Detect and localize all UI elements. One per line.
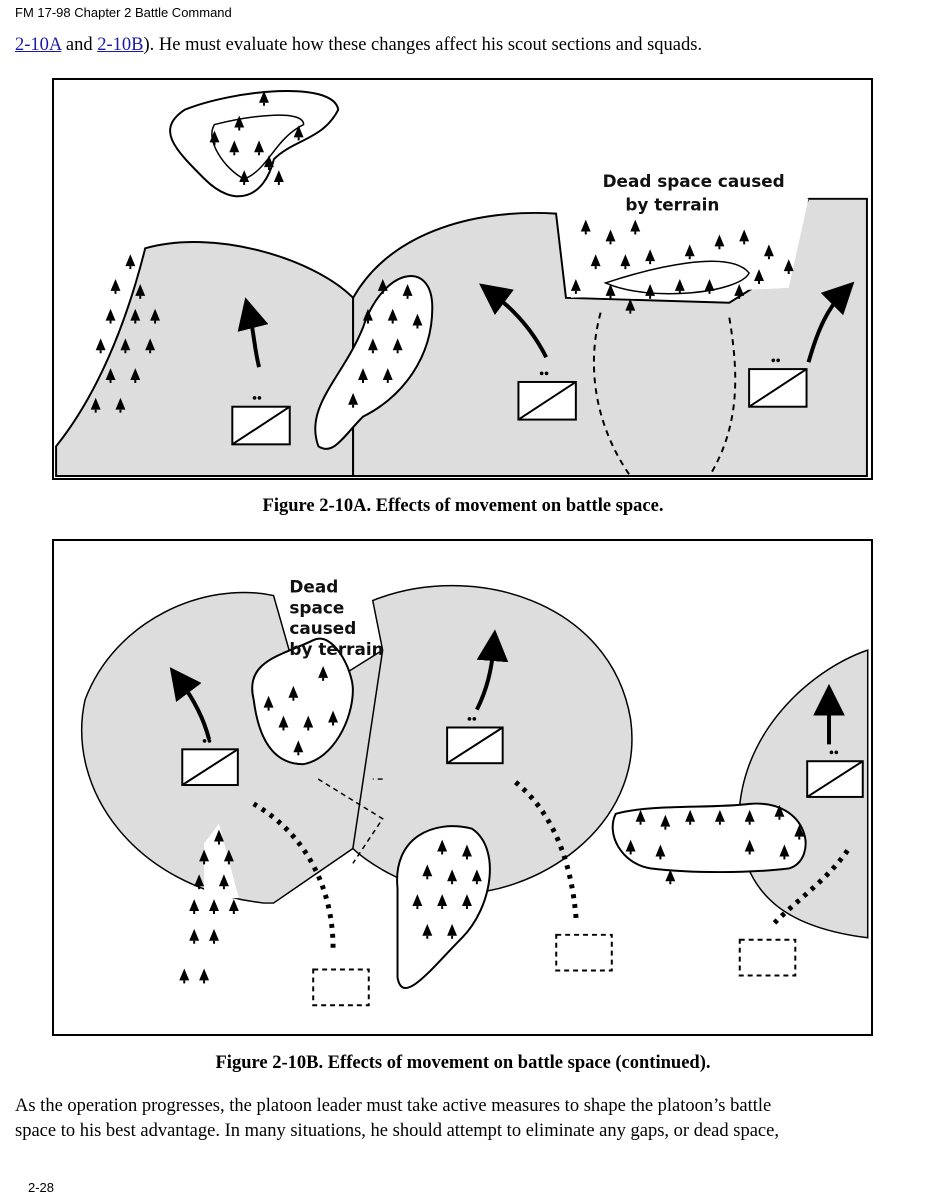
svg-text:••: •• — [252, 391, 262, 406]
figure-2-10b: Dead space caused by terrain •• •• •• — [52, 539, 873, 1036]
planned-routes — [252, 777, 851, 948]
running-header: FM 17-98 Chapter 2 Battle Command — [15, 5, 232, 20]
page-number: 2-28 — [28, 1180, 55, 1195]
dead-space-label: Dead space caused — [603, 171, 785, 191]
intro-text: and — [61, 35, 98, 55]
svg-text:••: •• — [539, 366, 549, 381]
dead-space-label: space — [289, 597, 344, 617]
body-line: space to his best advantage. In many sit… — [15, 1121, 779, 1141]
intro-paragraph: 2-10A and 2-10B). He must evaluate how t… — [15, 33, 702, 58]
svg-text:••: •• — [829, 746, 839, 761]
unit-symbols — [181, 726, 864, 798]
figure-b-illustration: Dead space caused by terrain •• •• •• — [80, 577, 869, 1007]
dead-space-label: by terrain — [289, 639, 383, 659]
future-positions — [312, 933, 797, 1007]
movement-arrows — [237, 281, 855, 368]
movement-arrows — [169, 629, 845, 745]
body-line: As the operation progresses, the platoon… — [15, 1096, 772, 1116]
dead-space-label: caused — [289, 618, 356, 638]
dead-space-label: by terrain — [625, 195, 719, 215]
svg-text:••: •• — [771, 353, 781, 368]
figure-a-illustration: Dead space caused by terrain •• •• •• — [55, 90, 868, 478]
link-figure-2-10b[interactable]: 2-10B — [97, 35, 144, 55]
dead-space-label: Dead — [289, 577, 338, 597]
link-figure-2-10a[interactable]: 2-10A — [15, 35, 62, 55]
figure-b-caption: Figure 2-10B. Effects of movement on bat… — [215, 1053, 711, 1073]
intro-text: ). He must evaluate how these changes af… — [143, 35, 703, 55]
svg-text:••: •• — [202, 734, 212, 749]
figure-a-caption: Figure 2-10A. Effects of movement on bat… — [262, 496, 664, 516]
svg-text:••: •• — [467, 713, 477, 728]
unit-symbols — [231, 368, 808, 446]
figure-2-10a: Dead space caused by terrain •• •• •• — [52, 78, 873, 480]
